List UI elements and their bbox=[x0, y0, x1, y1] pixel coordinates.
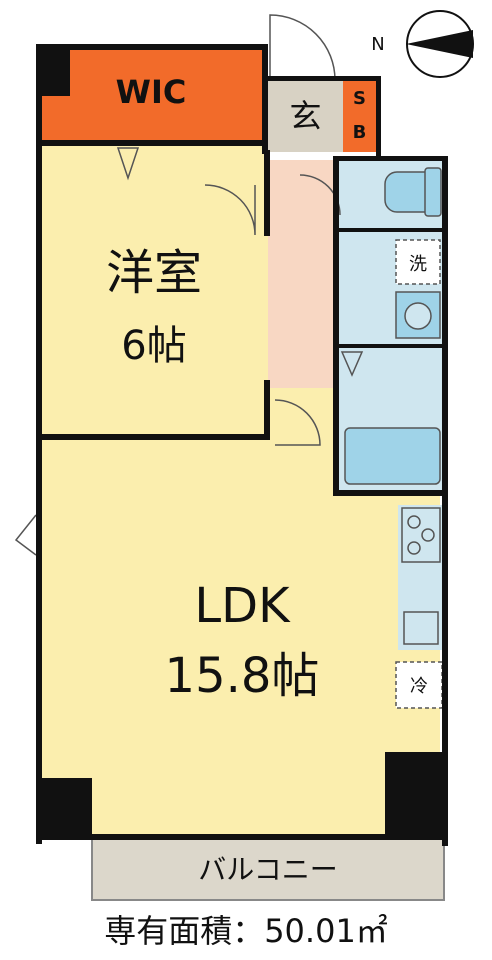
toilet-tank bbox=[424, 167, 442, 217]
ldk-name: LDK bbox=[194, 578, 290, 634]
walls bbox=[36, 44, 448, 846]
north-label: N bbox=[371, 34, 385, 55]
bathtub-icon bbox=[344, 427, 441, 485]
hall-floor bbox=[268, 388, 336, 448]
sink-icon bbox=[403, 611, 439, 645]
door-swings bbox=[14, 14, 341, 556]
washer-label: 洗 bbox=[409, 254, 427, 275]
western-room-size: 6帖 bbox=[121, 323, 187, 369]
wic-floor bbox=[40, 48, 262, 145]
fridge-label: 冷 bbox=[410, 676, 428, 697]
ldk-size: 15.8帖 bbox=[164, 648, 320, 704]
western-room-floor bbox=[40, 145, 268, 445]
door-triangle-bath bbox=[340, 351, 364, 377]
wic-label: WIC bbox=[115, 73, 187, 111]
shoebox bbox=[343, 80, 376, 152]
burner-icon bbox=[421, 528, 435, 542]
western-room-name: 洋室 bbox=[105, 245, 202, 301]
shoebox-label-b: B bbox=[352, 122, 367, 143]
ldk-floor bbox=[40, 440, 440, 838]
fridge-space bbox=[395, 661, 443, 709]
burner-icon bbox=[407, 515, 421, 529]
area-text: 専有面積：50.01㎡ bbox=[104, 912, 388, 950]
washer-space bbox=[395, 239, 441, 285]
washbasin-bowl bbox=[404, 302, 432, 330]
entrance-label: 玄 bbox=[289, 97, 322, 135]
corridor-floor bbox=[268, 160, 336, 388]
balcony-label: バルコニー bbox=[198, 853, 338, 886]
burner-icon bbox=[407, 541, 421, 555]
balcony-floor bbox=[91, 837, 445, 901]
entrance-floor bbox=[268, 80, 343, 152]
door-triangle-western bbox=[116, 147, 140, 181]
compass-needle-icon bbox=[406, 30, 473, 58]
shoebox-label-s: S bbox=[353, 88, 366, 109]
